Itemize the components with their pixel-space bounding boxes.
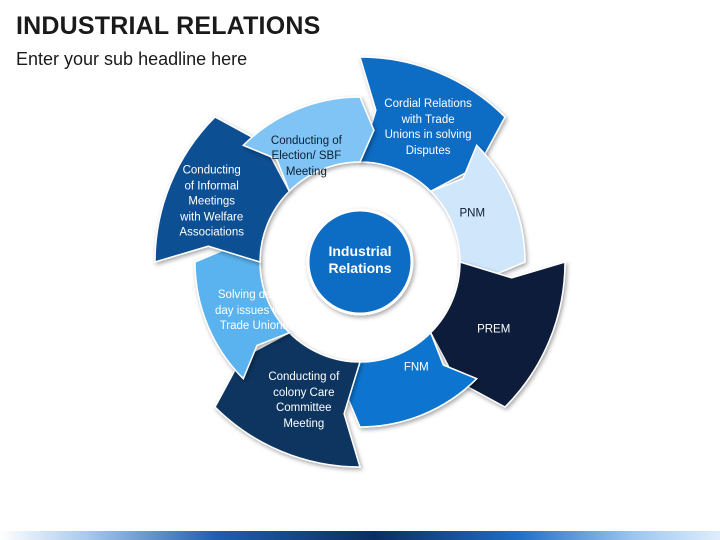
segment-label: Cordial Relations with Trade Unions in s… [384,98,472,157]
cycle-segment [194,247,291,381]
segment-label: PREM [477,323,511,336]
cycle-segment [429,143,526,277]
cycle-segment [154,116,291,264]
center-label: Industrial Relations [328,243,392,276]
cycle-segment [429,260,566,408]
cycle-segment [241,96,375,193]
segment-label: PNM [459,207,486,220]
segment-label: Solving day to day issues with Trade Uni… [215,289,293,333]
footer-gradient-bar [0,531,720,540]
page-title: INDUSTRIAL RELATIONS [16,12,321,40]
cycle-segment [358,56,506,193]
segment-label: FNM [403,361,429,374]
segment-label: Conducting of Election/ SBF Meeting [270,134,342,178]
segment-label: Conducting of Informal Meetings with Wel… [179,164,244,239]
cycle-segment [214,331,362,468]
page-subtitle: Enter your sub headline here [16,49,248,69]
segment-label: Conducting of colony Care Committee Meet… [268,371,340,430]
center-circle [306,208,414,316]
cycle-segment [345,331,479,428]
